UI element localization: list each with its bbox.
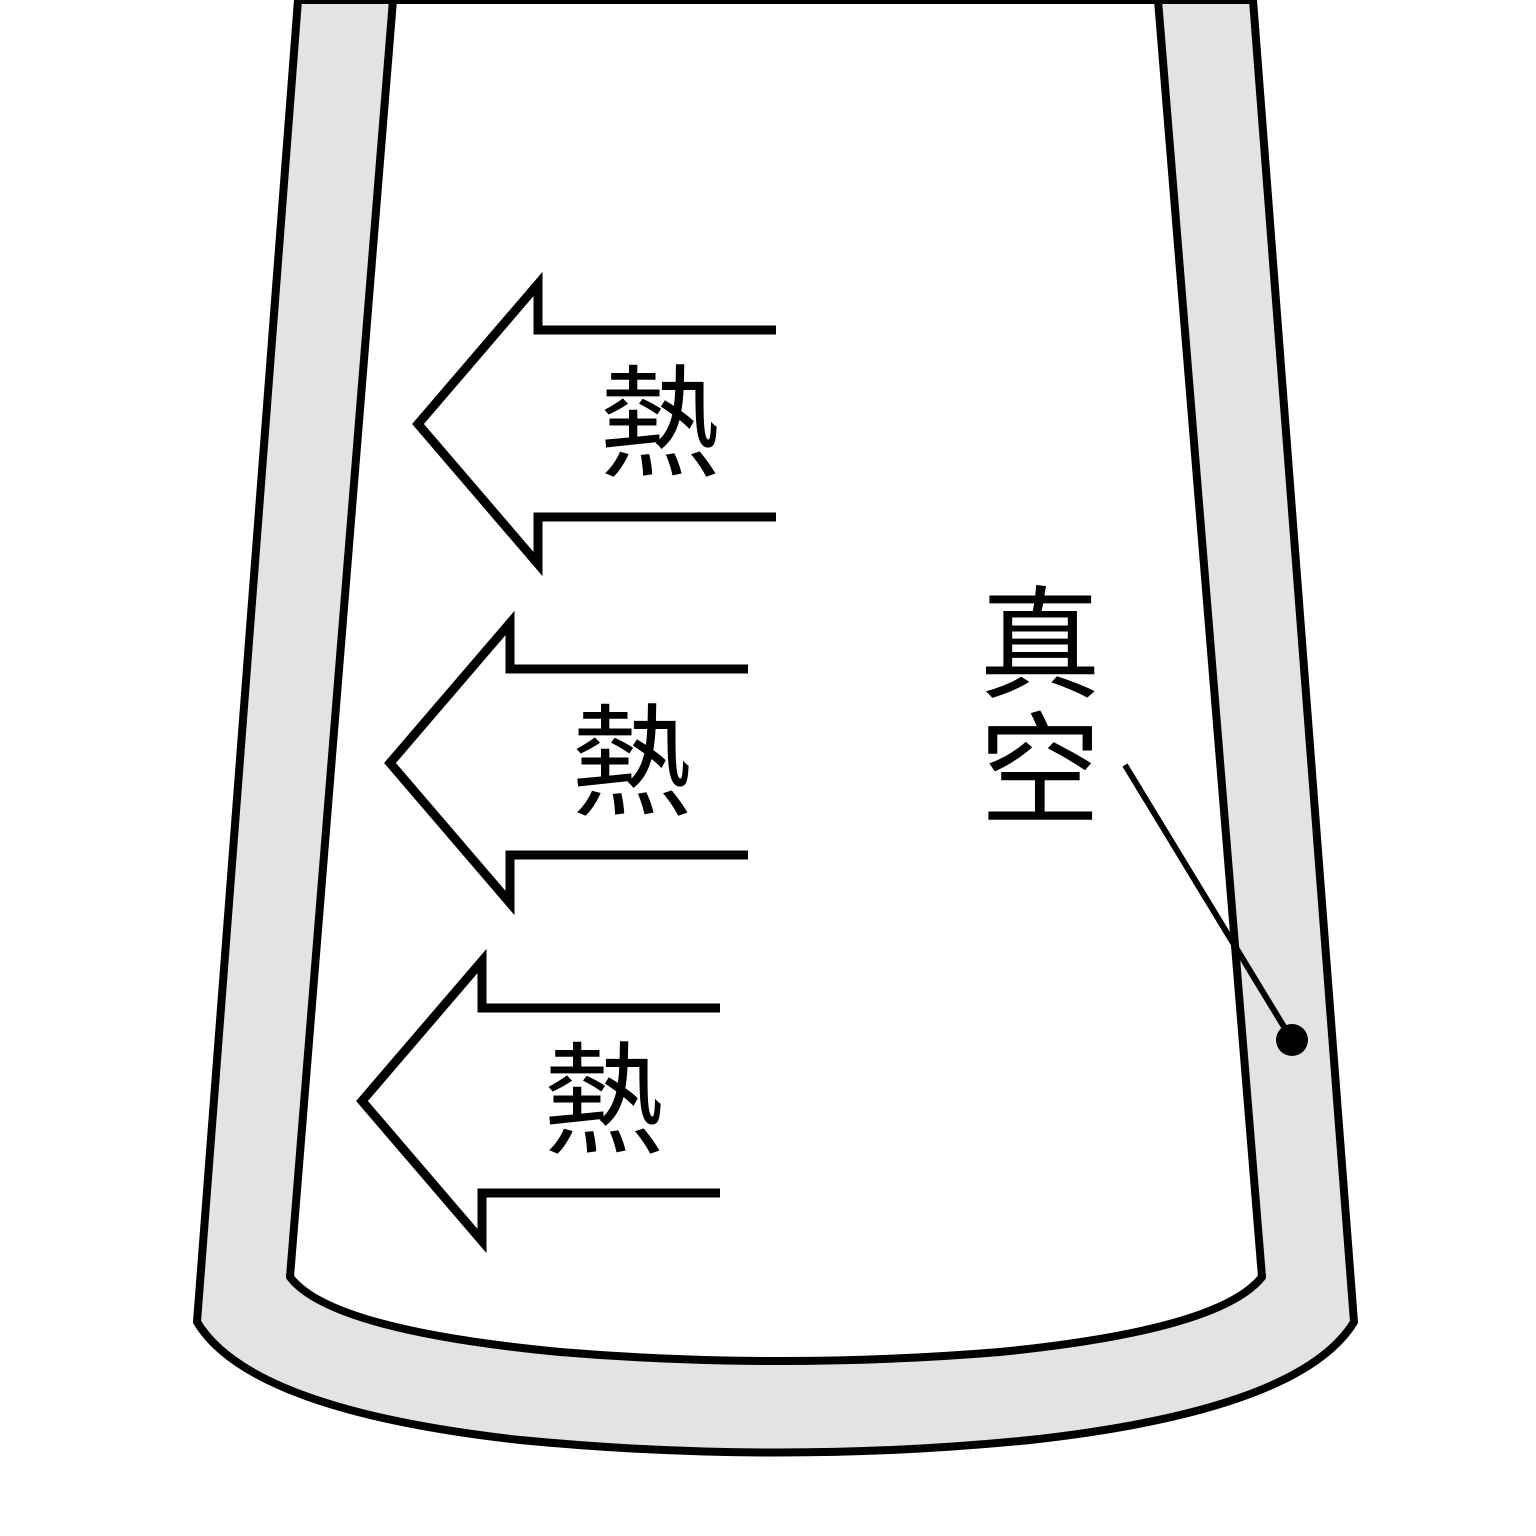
- heat-arrow-1: 熱: [412, 271, 776, 577]
- arrow-outline: [384, 610, 748, 916]
- arrow-outline: [412, 271, 776, 577]
- leader-line: [1122, 763, 1295, 1042]
- heat-arrow-3: 熱: [356, 948, 720, 1254]
- arrow-outline: [356, 948, 720, 1254]
- heat-arrow-2: 熱: [384, 610, 748, 916]
- leader-dot: [1276, 1024, 1308, 1056]
- heat-label: 熱: [571, 693, 693, 835]
- vacuum-label-char-1: 真: [979, 575, 1101, 717]
- vacuum-callout: 真 空: [979, 575, 1308, 1056]
- vacuum-label-char-2: 空: [979, 701, 1101, 843]
- heat-label: 熱: [599, 354, 721, 496]
- heat-label: 熱: [543, 1031, 665, 1173]
